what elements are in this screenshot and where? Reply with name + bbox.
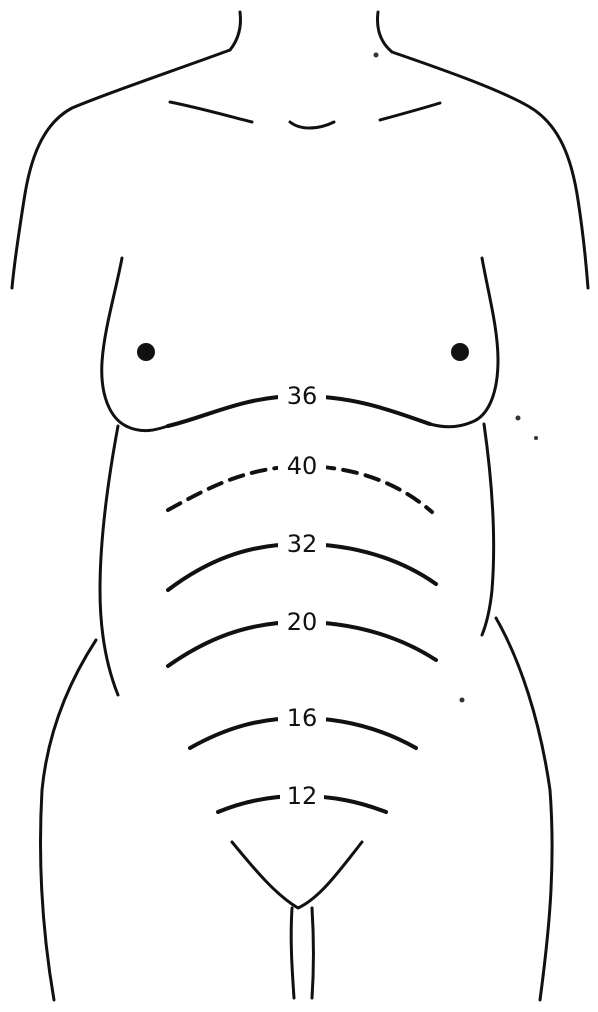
left-abdomen-side [100, 426, 118, 695]
groin [232, 842, 362, 908]
speck [534, 436, 538, 440]
body-outline [12, 12, 588, 1000]
speck [374, 53, 379, 58]
left-torso-breast [102, 258, 168, 431]
level-label-40: 40 [287, 452, 318, 480]
right-shoulder [392, 52, 588, 288]
neck-left [230, 12, 241, 50]
right-nipple [451, 343, 469, 361]
level-label-16: 16 [287, 704, 318, 732]
level-label-36: 36 [287, 382, 318, 410]
speck [516, 416, 521, 421]
level-label-12: 12 [287, 782, 318, 810]
level-label-32: 32 [287, 530, 318, 558]
right-hip-leg [496, 618, 552, 1000]
inner-thigh-right [312, 908, 314, 998]
left-nipple [137, 343, 155, 361]
left-hip-leg [41, 640, 97, 1000]
left-collarbone [170, 102, 252, 122]
level-label-20: 20 [287, 608, 318, 636]
right-torso-breast [430, 258, 498, 427]
neck-right [378, 12, 392, 52]
fundal-levels: 36 40 32 20 16 12 [168, 382, 436, 812]
inner-thigh-left [291, 908, 294, 998]
speck [460, 698, 465, 703]
sternal-notch [290, 122, 334, 128]
right-collarbone [380, 103, 440, 120]
left-shoulder [12, 50, 230, 288]
right-abdomen-side [482, 424, 494, 635]
